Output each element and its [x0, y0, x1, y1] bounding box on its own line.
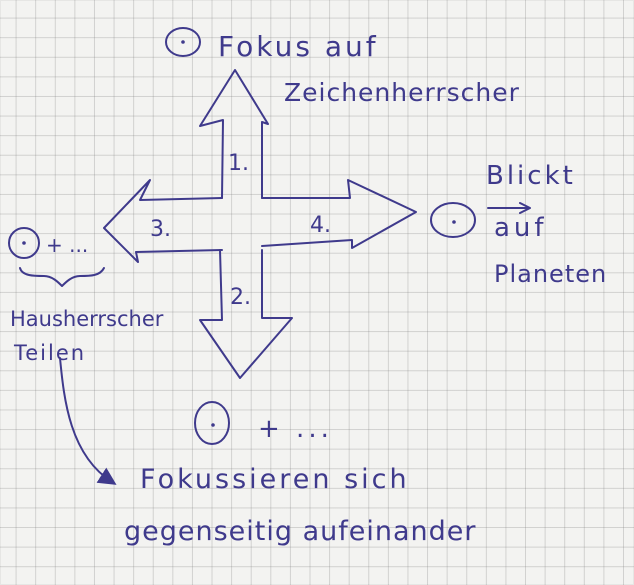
sun-symbol-icon — [8, 227, 40, 259]
arrow-up-label: 1. — [228, 151, 249, 176]
brace — [19, 267, 105, 287]
arrow-left — [103, 179, 223, 263]
left-node-label-1: Hausherrscher — [10, 307, 164, 331]
pointer-arrow — [59, 357, 117, 485]
arrow-down-label: 2. — [230, 285, 251, 310]
top-node-label-1: Fokus auf — [218, 30, 379, 63]
sun-symbol-icon — [194, 401, 230, 445]
left-node-label-2: Teilen — [13, 341, 86, 365]
left-node-suffix: + ... — [46, 233, 88, 257]
sun-center-dot — [181, 40, 185, 44]
arrow-right-label: 4. — [310, 213, 331, 238]
arrow-left-label: 3. — [150, 217, 171, 242]
arrow-right — [261, 179, 417, 249]
right-node-label-2: auf — [494, 213, 548, 243]
arrow-down — [199, 249, 293, 379]
right-node-label-3: Planeten — [494, 260, 607, 288]
arrow-up — [199, 69, 269, 199]
top-node-label-2: Zeichenherrscher — [284, 78, 520, 107]
note-line-2: gegenseitig aufeinander — [124, 516, 477, 547]
sun-symbol-icon — [165, 27, 201, 57]
sun-symbol-icon — [430, 202, 476, 238]
sun-center-dot — [211, 423, 215, 427]
note-line-1: Fokussieren sich — [140, 464, 410, 495]
right-node-label-1: Blickt — [486, 161, 576, 191]
sun-center-dot — [452, 220, 456, 224]
small-right-arrow — [487, 202, 531, 214]
sun-center-dot — [22, 241, 26, 245]
bottom-node-suffix: + ... — [258, 414, 333, 444]
